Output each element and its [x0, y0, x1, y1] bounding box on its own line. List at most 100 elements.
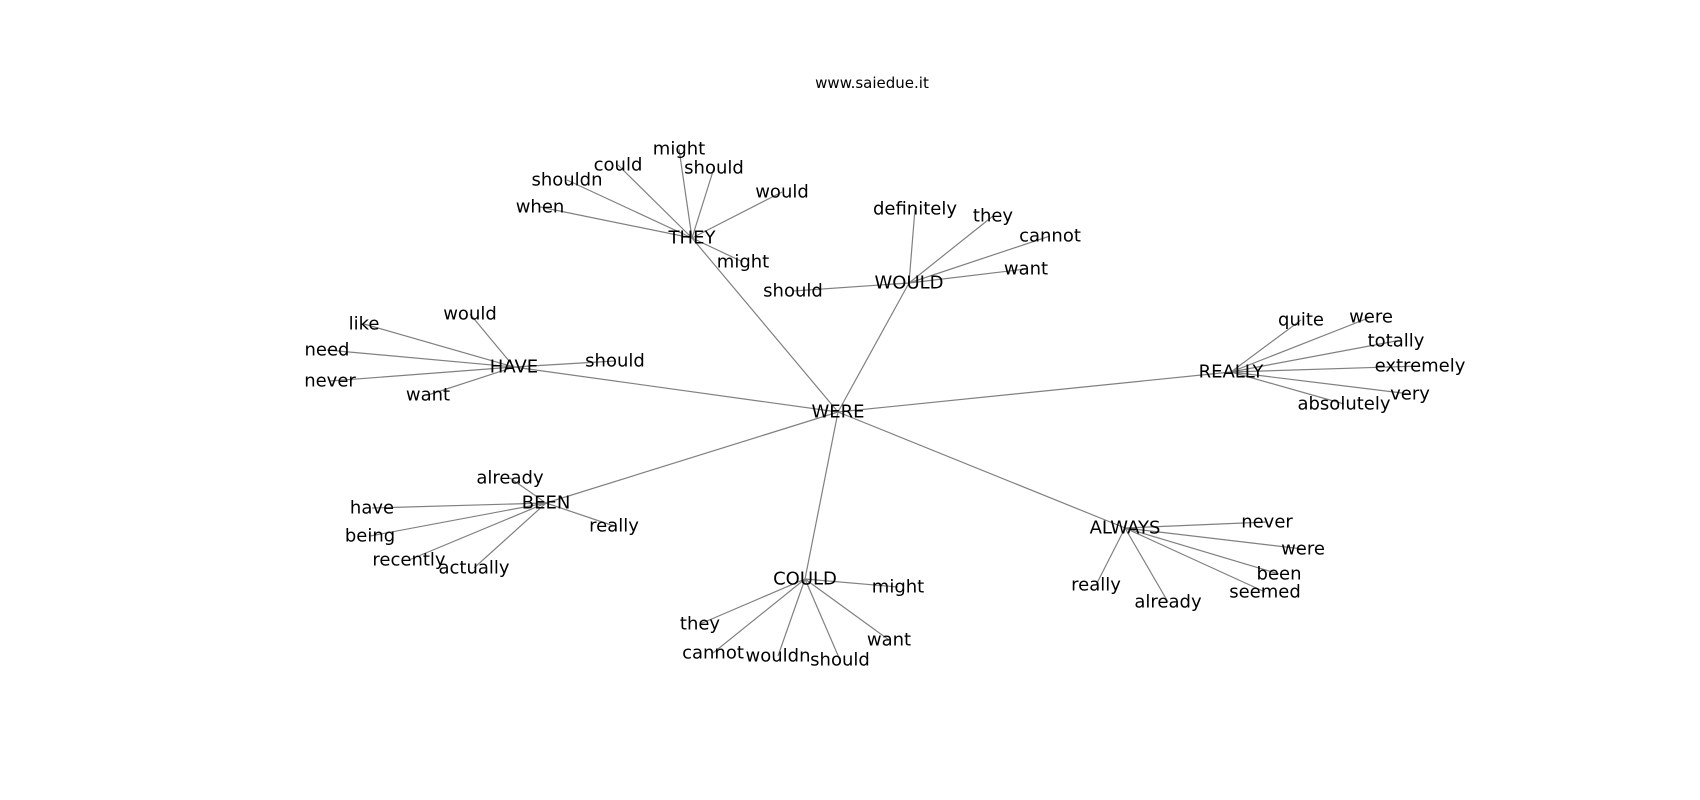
leaf-node-been-already: already	[476, 468, 544, 489]
edge-could-wouldn	[777, 578, 806, 657]
edge-they-when	[539, 206, 693, 239]
edge-have-want	[427, 366, 515, 396]
edge-root-always	[837, 411, 1126, 529]
leaf-node-would-definitely: definitely	[873, 199, 957, 220]
edge-root-have	[513, 366, 839, 413]
leaf-node-always-been: been	[1257, 564, 1302, 585]
branch-node-would: WOULD	[874, 273, 943, 294]
leaf-node-they-should: should	[684, 158, 744, 179]
leaf-node-have-would: would	[443, 304, 497, 325]
branch-node-really: REALLY	[1199, 362, 1265, 383]
edge-could-might	[804, 578, 899, 588]
leaf-node-could-cannot: cannot	[682, 643, 744, 664]
branch-node-been: BEEN	[522, 493, 571, 514]
leaf-node-have-want: want	[406, 385, 450, 406]
edge-have-need	[326, 349, 515, 368]
edge-they-would	[691, 191, 783, 239]
edge-really-totally	[1230, 340, 1397, 373]
leaf-node-been-have: have	[350, 498, 394, 519]
leaf-node-could-want: want	[867, 630, 911, 651]
edge-have-never	[329, 366, 515, 382]
edge-they-shouldn	[566, 179, 693, 239]
edge-been-have	[371, 502, 547, 509]
leaf-node-always-seemed: seemed	[1229, 582, 1301, 603]
leaf-node-really-quite: quite	[1278, 310, 1324, 331]
edge-root-they	[691, 237, 839, 413]
leaf-node-been-really: really	[589, 516, 639, 537]
branch-node-they: THEY	[668, 228, 717, 249]
edge-root-really	[837, 371, 1232, 413]
edge-would-should	[792, 282, 910, 292]
leaf-node-always-were: were	[1281, 539, 1325, 560]
edge-really-absolutely	[1230, 371, 1345, 405]
leaf-node-would-want: want	[1004, 259, 1048, 280]
edge-would-cannot	[908, 235, 1051, 284]
leaf-node-always-really: really	[1071, 575, 1121, 596]
leaf-node-could-wouldn: wouldn	[746, 646, 811, 667]
leaf-node-really-absolutely: absolutely	[1297, 394, 1390, 415]
edge-have-should	[513, 360, 616, 368]
leaf-node-they-would: would	[755, 182, 809, 203]
edge-could-they	[699, 578, 806, 625]
branch-node-have: HAVE	[490, 357, 538, 378]
edge-been-being	[369, 502, 547, 537]
edge-always-were	[1124, 527, 1304, 550]
labels-layer: WERETHEYwhenshouldncouldmightshouldwould…	[304, 139, 1466, 671]
leaf-node-they-might: might	[717, 252, 769, 273]
leaf-node-have-like: like	[349, 314, 380, 335]
leaf-node-been-recently: recently	[372, 550, 446, 571]
edge-would-they	[908, 215, 994, 284]
edge-have-like	[363, 323, 515, 368]
edge-would-want	[908, 268, 1027, 284]
edge-been-actually	[473, 502, 547, 569]
edge-really-very	[1230, 371, 1411, 395]
edge-could-cannot	[712, 578, 806, 654]
edge-they-could	[617, 164, 693, 239]
leaf-node-could-might: might	[872, 577, 924, 598]
edges-layer	[326, 148, 1421, 661]
leaf-node-really-very: very	[1390, 384, 1430, 405]
branch-node-always: ALWAYS	[1090, 518, 1161, 539]
edge-really-quite	[1230, 319, 1302, 373]
leaf-node-could-should: should	[810, 650, 870, 671]
branch-node-could: COULD	[773, 569, 837, 590]
edge-could-should	[804, 578, 841, 661]
edge-root-could	[804, 411, 839, 580]
leaf-node-they-shouldn: shouldn	[531, 170, 602, 191]
edge-could-want	[804, 578, 890, 641]
leaf-node-they-could: could	[594, 155, 643, 176]
edge-been-recently	[408, 502, 547, 561]
leaf-node-really-totally: totally	[1368, 331, 1425, 352]
edge-always-seemed	[1124, 527, 1266, 593]
leaf-node-been-actually: actually	[438, 558, 509, 579]
edge-root-been	[545, 411, 839, 504]
edge-root-would	[837, 282, 910, 413]
edge-they-should	[691, 167, 715, 239]
leaf-node-have-should: should	[585, 351, 645, 372]
edge-always-never	[1124, 521, 1268, 529]
leaf-node-really-were: were	[1349, 307, 1393, 328]
root-node-label: WERE	[811, 402, 864, 423]
edge-always-already	[1124, 527, 1169, 603]
edge-really-were	[1230, 316, 1372, 373]
edge-would-definitely	[908, 208, 916, 284]
leaf-node-been-being: being	[345, 526, 395, 547]
edge-always-really	[1095, 527, 1126, 586]
leaf-node-would-should: should	[763, 281, 823, 302]
leaf-node-they-when: when	[516, 197, 565, 218]
leaf-node-have-never: never	[304, 371, 356, 392]
edge-always-been	[1124, 527, 1280, 575]
leaf-node-really-extremely: extremely	[1375, 356, 1466, 377]
site-title: www.saiedue.it	[815, 74, 929, 92]
leaf-node-would-cannot: cannot	[1019, 226, 1081, 247]
edge-really-extremely	[1230, 365, 1421, 373]
leaf-node-always-already: already	[1134, 592, 1202, 613]
leaf-node-would-they: they	[973, 206, 1014, 227]
edge-they-might	[678, 148, 693, 239]
edge-they-might	[691, 237, 744, 263]
leaf-node-they-might: might	[653, 139, 705, 160]
leaf-node-could-they: they	[680, 614, 721, 635]
edge-been-already	[509, 477, 547, 504]
leaf-node-have-need: need	[305, 340, 350, 361]
